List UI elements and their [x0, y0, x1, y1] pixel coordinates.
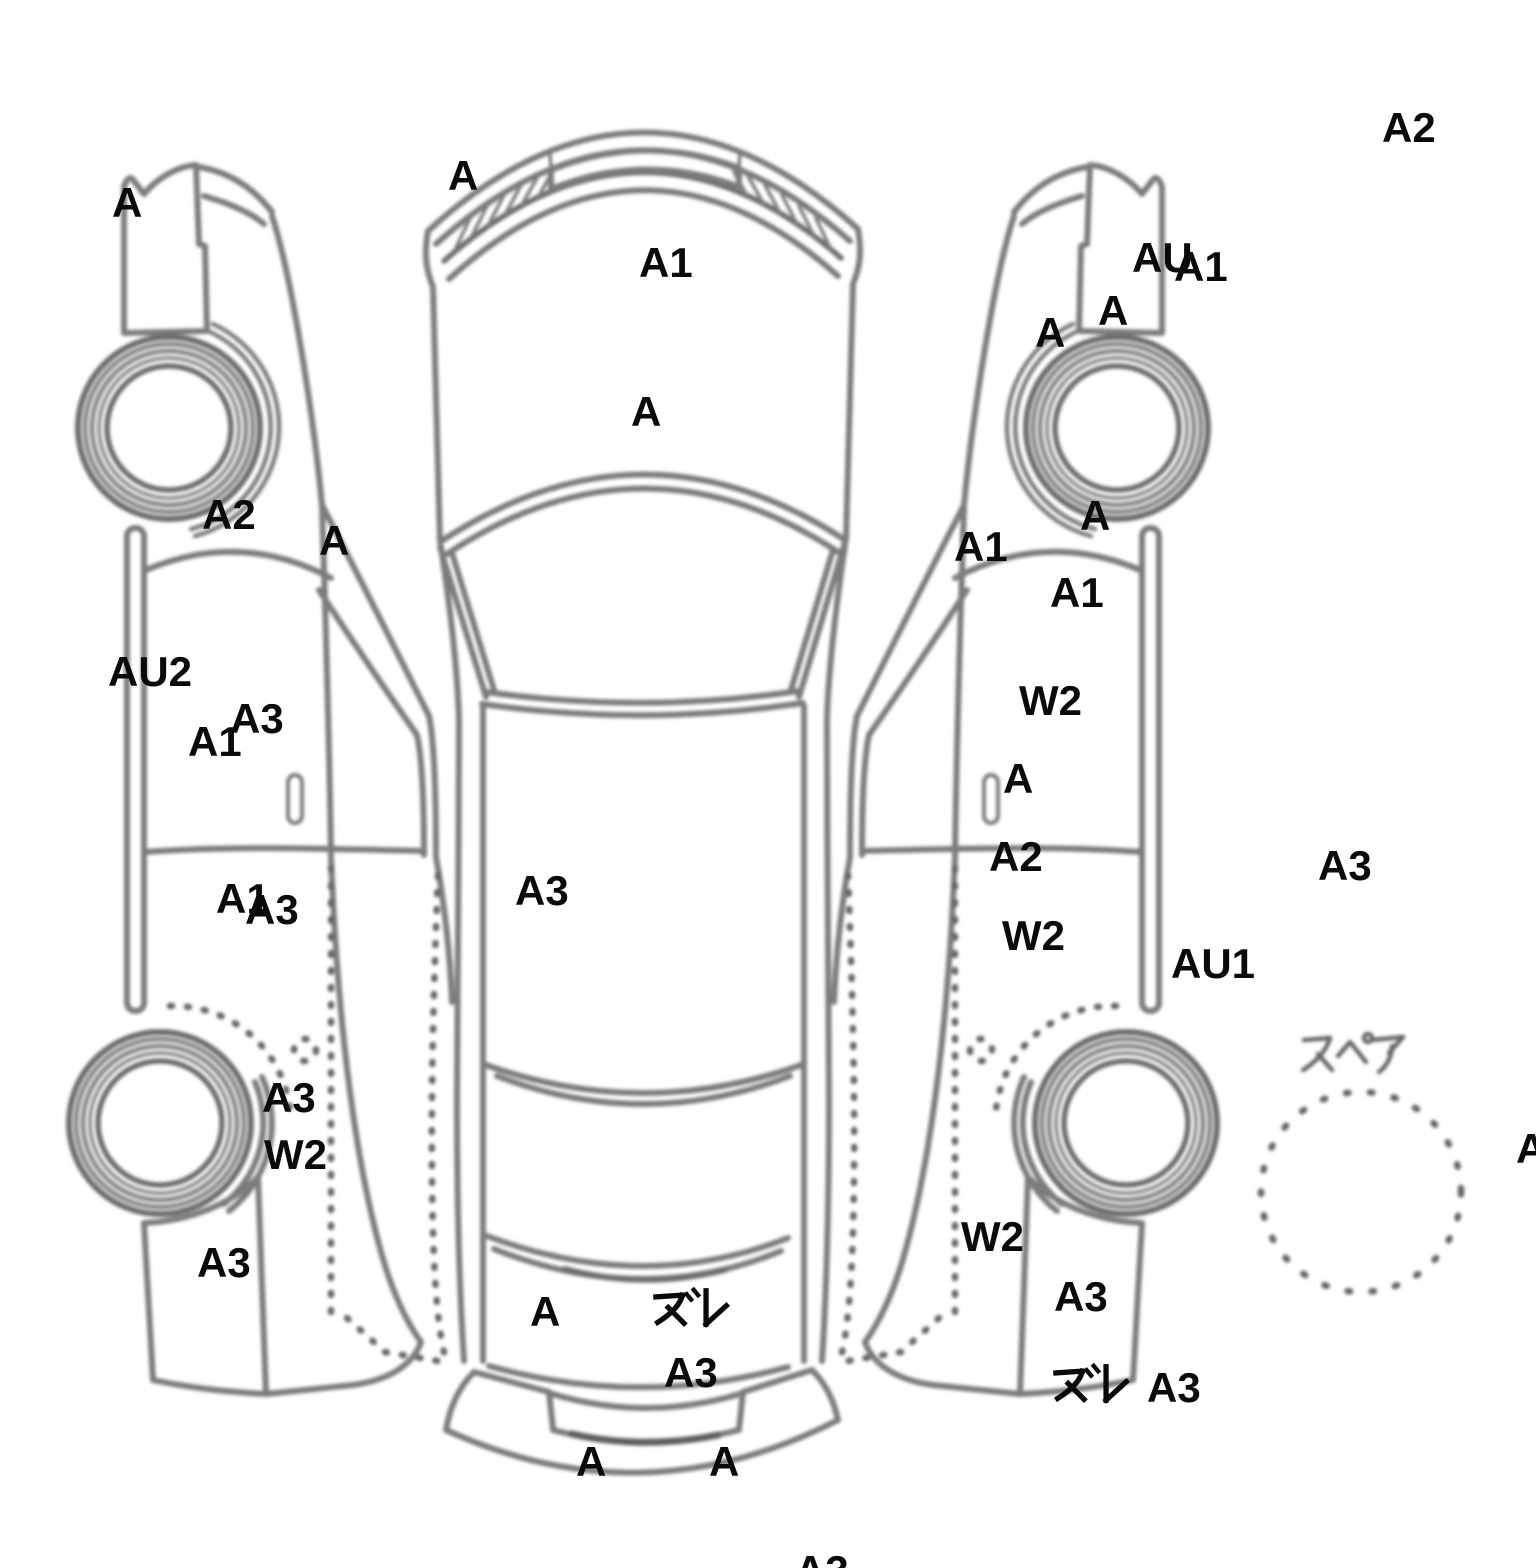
svg-text:A: A	[1003, 755, 1033, 802]
svg-text:A: A	[112, 179, 142, 226]
svg-text:A1: A1	[216, 875, 270, 922]
svg-text:A3: A3	[664, 1349, 718, 1396]
svg-text:A1: A1	[1050, 569, 1104, 616]
svg-text:AU2: AU2	[108, 648, 192, 695]
svg-text:A3: A3	[245, 886, 299, 933]
svg-text:W2: W2	[1019, 677, 1082, 724]
svg-text:A: A	[1516, 1125, 1536, 1172]
svg-text:AU1: AU1	[1171, 940, 1255, 987]
svg-text:A: A	[530, 1288, 560, 1335]
svg-text:A3: A3	[795, 1547, 849, 1568]
svg-text:A: A	[576, 1438, 606, 1485]
svg-text:A: A	[448, 152, 478, 199]
svg-text:A2: A2	[202, 491, 256, 538]
svg-text:AU: AU	[1132, 234, 1193, 281]
svg-text:A1: A1	[954, 523, 1008, 570]
svg-text:A2: A2	[1382, 104, 1436, 151]
svg-text:A3: A3	[197, 1239, 251, 1286]
svg-text:A: A	[709, 1438, 739, 1485]
svg-text:A: A	[1035, 309, 1065, 356]
svg-text:A3: A3	[230, 695, 284, 742]
svg-text:A3: A3	[262, 1074, 316, 1121]
svg-text:A: A	[1080, 492, 1110, 539]
svg-text:A: A	[1098, 287, 1128, 334]
svg-text:A1: A1	[639, 239, 693, 286]
svg-text:W2: W2	[264, 1131, 327, 1178]
svg-text:A3: A3	[1054, 1273, 1108, 1320]
svg-text:A: A	[631, 388, 661, 435]
svg-text:A2: A2	[989, 833, 1043, 880]
svg-text:A1: A1	[1174, 243, 1228, 290]
svg-text:W2: W2	[1002, 912, 1065, 959]
svg-text:A3: A3	[1147, 1364, 1201, 1411]
svg-text:A3: A3	[515, 867, 569, 914]
svg-text:W2: W2	[961, 1213, 1024, 1260]
svg-text:A3: A3	[1318, 842, 1372, 889]
svg-text:A1: A1	[188, 718, 242, 765]
svg-text:A: A	[319, 517, 349, 564]
